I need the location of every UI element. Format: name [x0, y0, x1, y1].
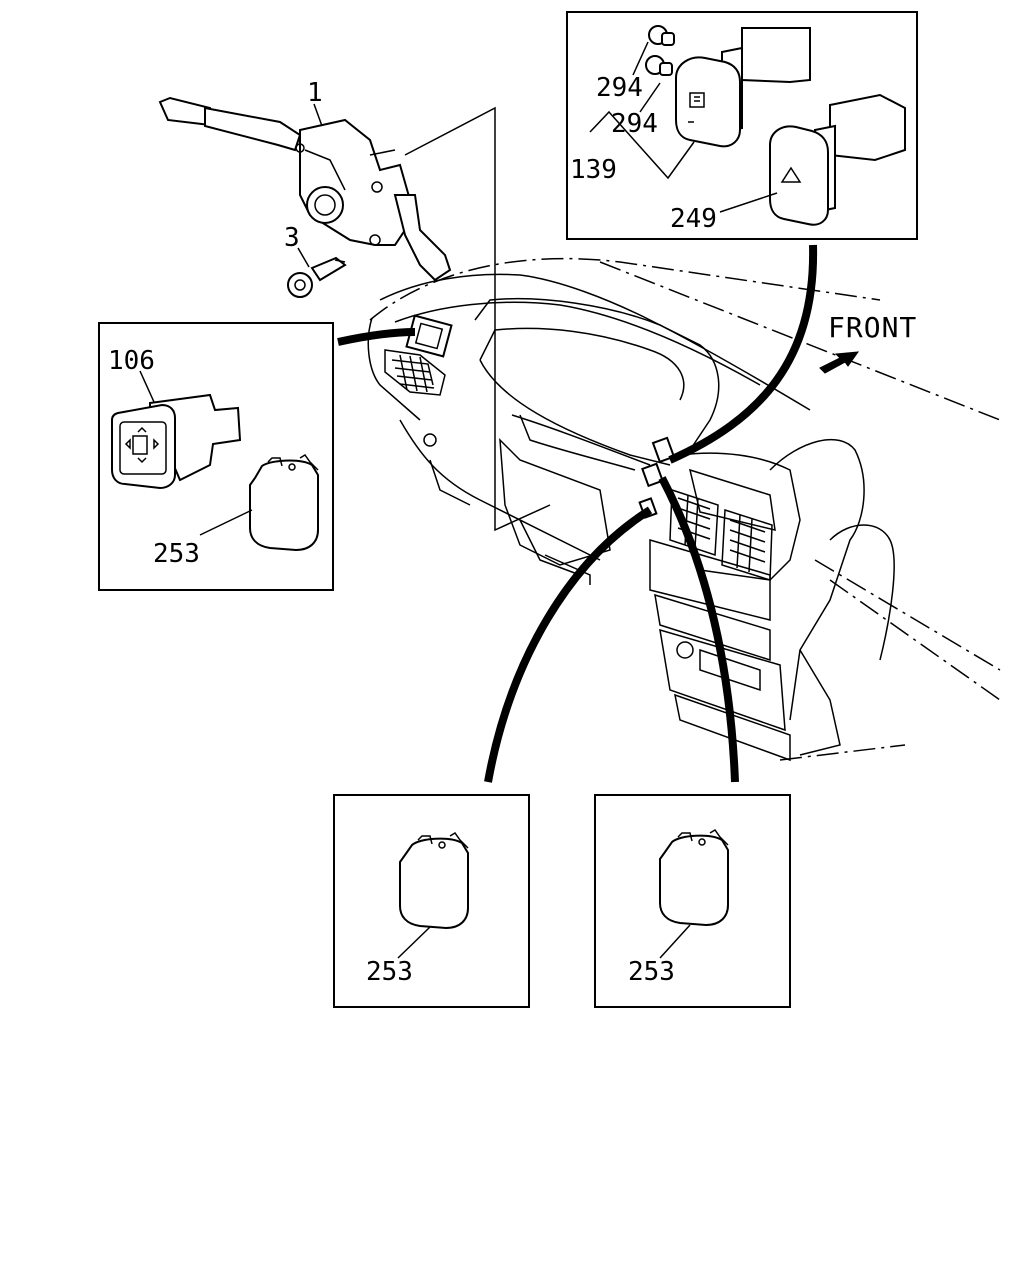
switch-detail-box-left	[98, 322, 334, 591]
dashboard-outline	[367, 257, 1001, 762]
combination-switch-leader	[313, 103, 323, 127]
cap-bottom-left	[399, 832, 469, 930]
callout-connector-bottom-right	[658, 476, 739, 783]
clip-upper	[648, 25, 675, 46]
cap-detail-box-bottom-right	[594, 794, 791, 1008]
clip-lower	[645, 55, 673, 76]
label-clip-upper: 294	[596, 73, 643, 103]
switch-139	[675, 27, 811, 148]
callout-connector-top	[668, 244, 818, 464]
screw	[287, 256, 347, 298]
label-cap-bottom-right: 253	[628, 957, 675, 987]
front-direction-label: FRONT	[828, 311, 917, 344]
switch-106-leader	[139, 370, 155, 403]
label-screw: 3	[284, 223, 300, 253]
clip-upper-leader	[632, 41, 649, 76]
cap-detail-box-bottom-left	[333, 794, 530, 1008]
hazard-switch-leader	[719, 192, 778, 213]
label-switch-106: 106	[108, 346, 155, 376]
hazard-switch	[769, 93, 906, 226]
cap-bottom-right	[659, 829, 729, 927]
switch-detail-box-top	[566, 11, 918, 240]
screw-leader	[297, 247, 310, 268]
switch-106	[111, 393, 242, 490]
switch-139-leader	[589, 110, 695, 180]
combination-switch	[158, 96, 452, 282]
label-hazard-switch: 249	[670, 204, 717, 234]
front-arrow-icon	[819, 351, 860, 374]
callout-connector-left	[337, 328, 416, 346]
label-clip-lower: 294	[611, 109, 658, 139]
steering-column-line	[404, 106, 551, 532]
cap-bottom-left-leader	[397, 926, 431, 959]
label-switch-139: 139	[570, 155, 617, 185]
label-cap-left-box: 253	[153, 539, 200, 569]
clip-lower-leader	[639, 82, 661, 113]
cap-left-leader	[199, 509, 253, 536]
cap-left	[249, 454, 319, 552]
callout-connector-bottom-left	[484, 506, 653, 783]
label-cap-bottom-left: 253	[366, 957, 413, 987]
cap-bottom-right-leader	[659, 924, 691, 959]
label-combination-switch: 1	[307, 78, 323, 108]
